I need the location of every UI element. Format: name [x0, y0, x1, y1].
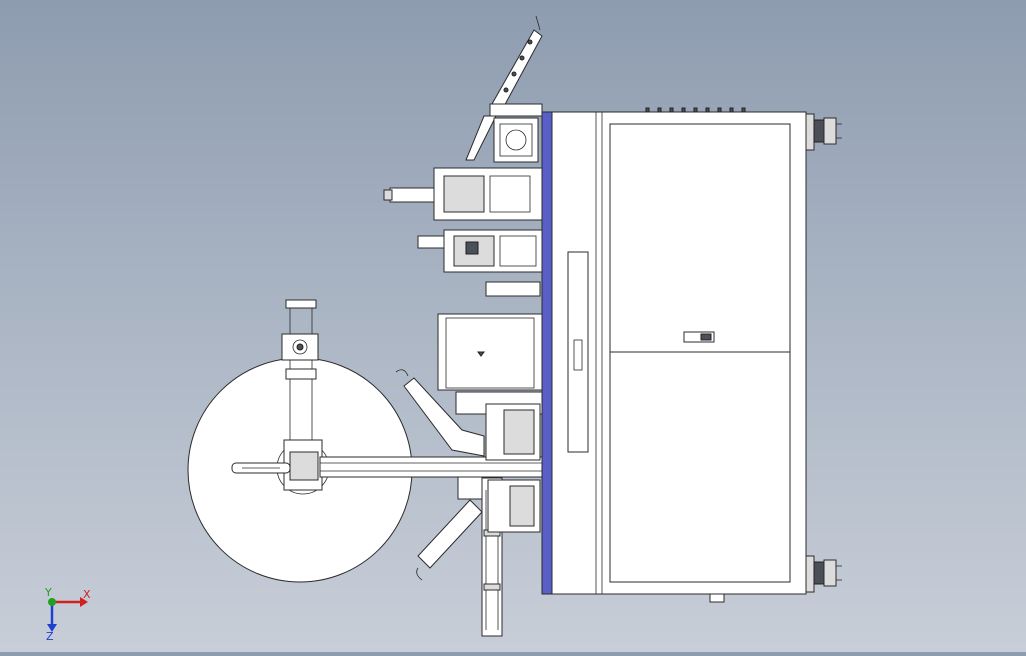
leveling-foot-bottom: [805, 555, 842, 593]
lower-column: [481, 477, 541, 637]
axis-x-label: X: [83, 588, 91, 601]
leveling-foot-top: [805, 113, 842, 151]
top-bolts: [645, 107, 746, 113]
door-latch: [683, 331, 715, 343]
axis-triad: X Y Z: [44, 586, 91, 643]
swing-arm: [416, 499, 483, 581]
axis-z-label: Z: [46, 630, 54, 643]
main-cabinet: [541, 107, 807, 603]
upper-mechanism: [383, 15, 545, 461]
accent-strip: [541, 111, 553, 595]
cabinet-door-upper: [609, 123, 791, 353]
door-handle: [567, 251, 589, 453]
cabinet-door-lower: [609, 351, 791, 583]
axis-y-label: Y: [44, 586, 52, 599]
dancer-lever: [395, 369, 485, 457]
axis-y-dot: [48, 598, 56, 606]
guide-beam: [231, 456, 545, 500]
